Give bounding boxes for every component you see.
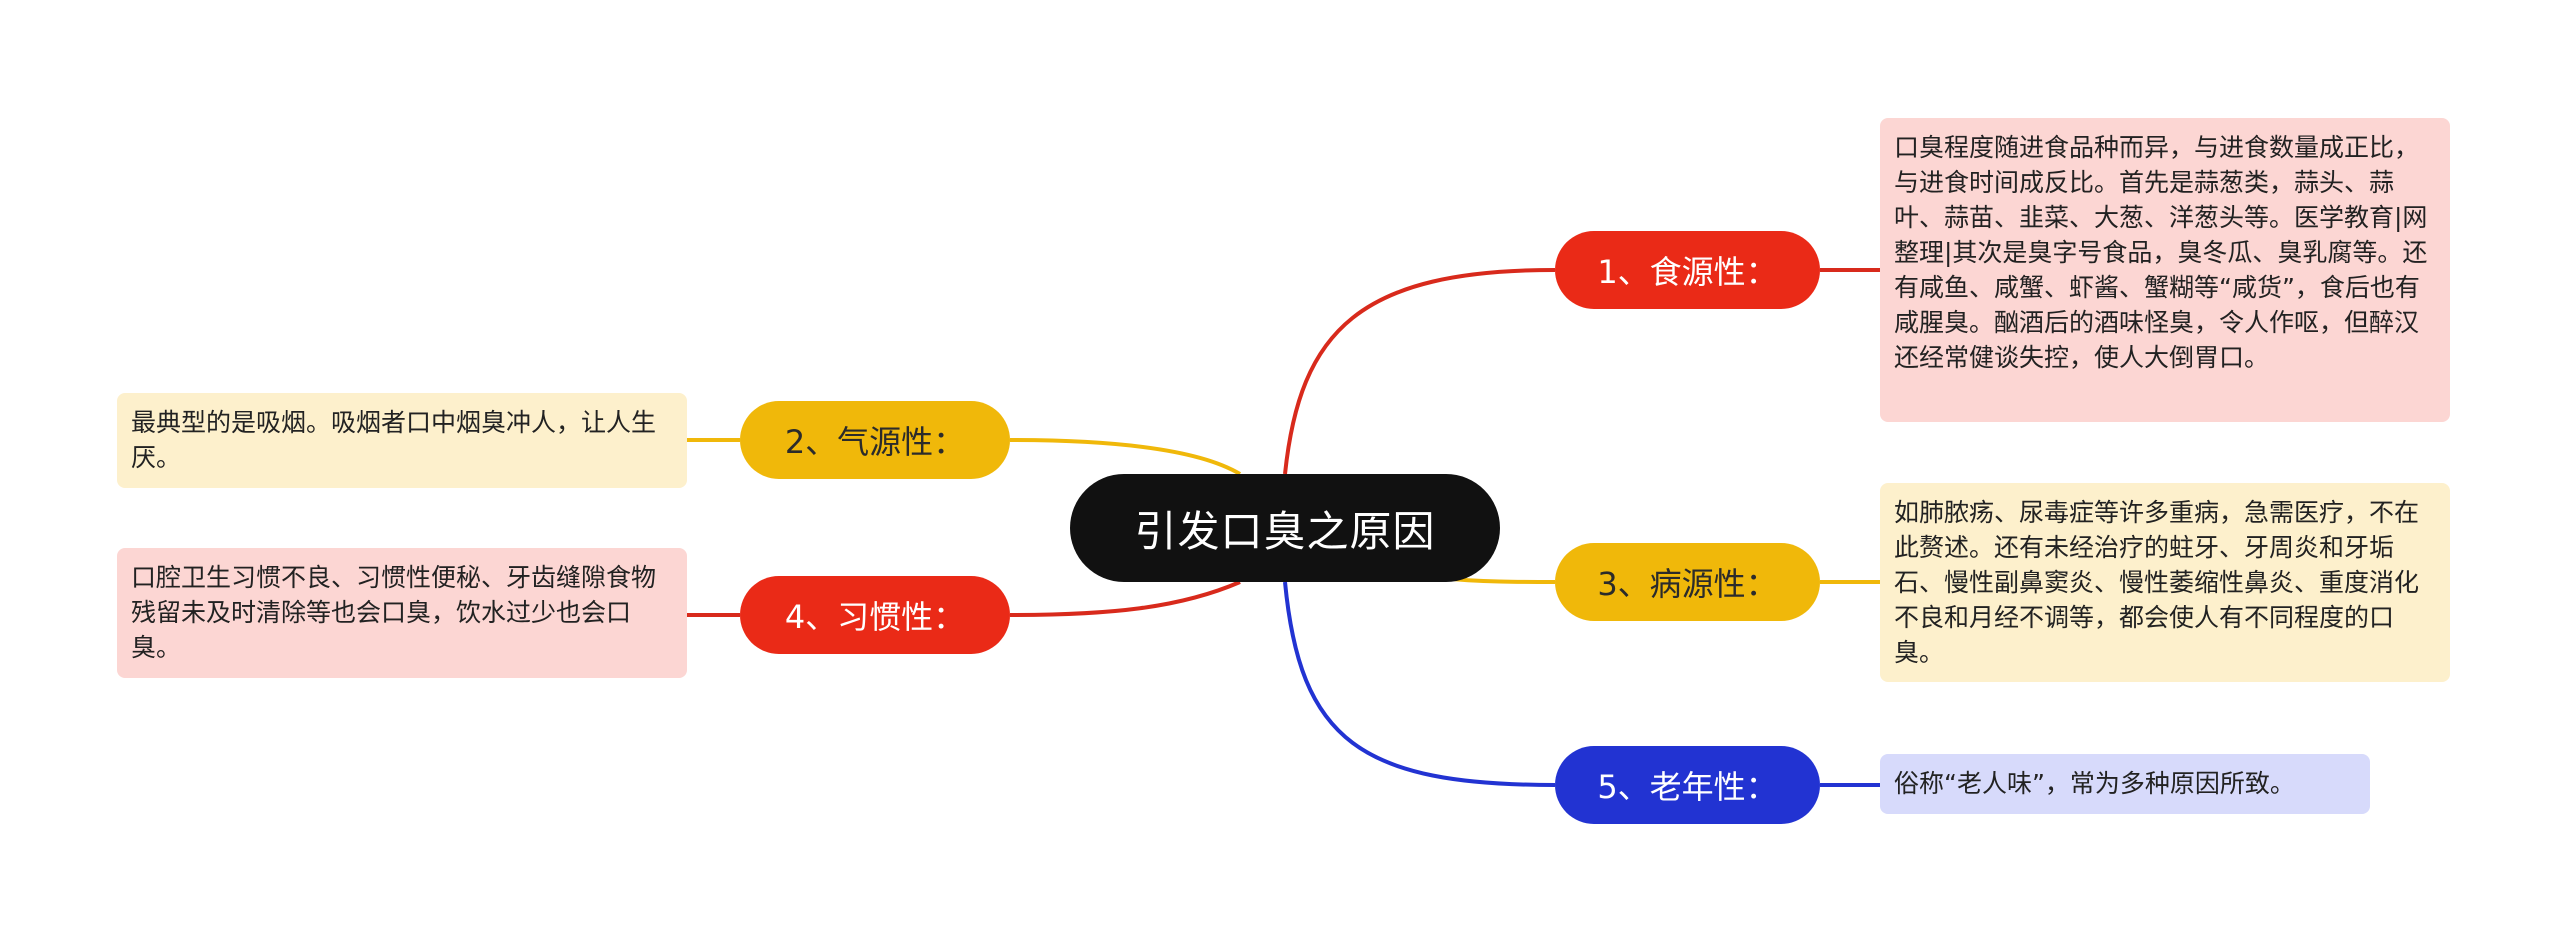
connector-center-to-branch-1: [1283, 268, 1556, 475]
branch-aging-source[interactable]: 5、老年性：: [1555, 746, 1820, 824]
branch-disease-source[interactable]: 3、病源性：: [1555, 543, 1820, 621]
branch-gas-source[interactable]: 2、气源性：: [740, 401, 1010, 479]
detail-gas-source: 最典型的是吸烟。吸烟者口中烟臭冲人，让人生厌。: [117, 393, 687, 488]
connector-center-to-branch-4: [1009, 580, 1241, 617]
detail-food-source: 口臭程度随进食品种而异，与进食数量成正比，与进食时间成反比。首先是蒜葱类，蒜头、…: [1880, 118, 2450, 422]
connector-center-to-branch-5: [1283, 581, 1556, 787]
central-topic[interactable]: 引发口臭之原因: [1070, 474, 1500, 582]
detail-disease-source: 如肺脓疡、尿毒症等许多重病，急需医疗，不在此赘述。还有未经治疗的蛀牙、牙周炎和牙…: [1880, 483, 2450, 682]
detail-aging-source: 俗称“老人味”，常为多种原因所致。: [1880, 754, 2370, 814]
detail-habit-source: 口腔卫生习惯不良、习惯性便秘、牙齿缝隙食物残留未及时清除等也会口臭，饮水过少也会…: [117, 548, 687, 678]
branch-habit-source[interactable]: 4、习惯性：: [740, 576, 1010, 654]
branch-food-source[interactable]: 1、食源性：: [1555, 231, 1820, 309]
connector-center-to-branch-2: [1009, 438, 1242, 476]
